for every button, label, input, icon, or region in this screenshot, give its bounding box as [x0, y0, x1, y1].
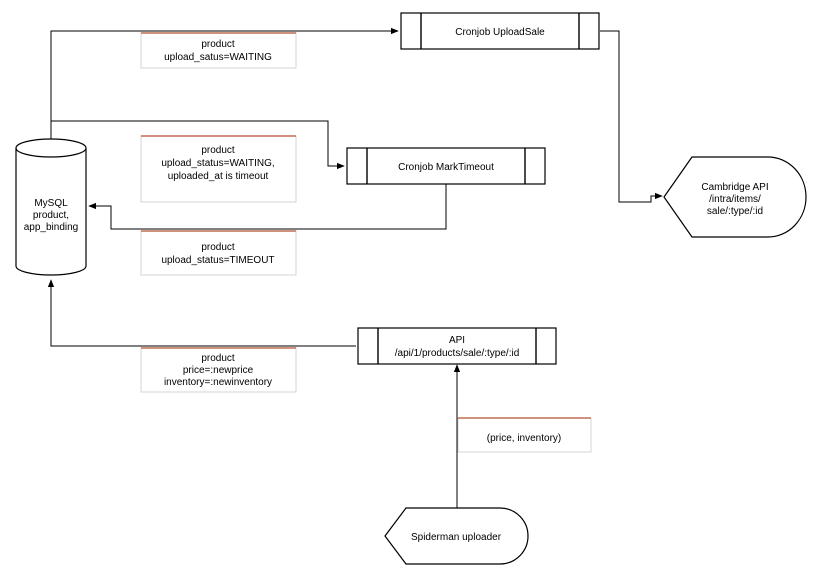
note-price-update-line-3: inventory=:newinventory [164, 377, 272, 388]
cronjob-upload-sale-node: Cronjob UploadSale [400, 12, 600, 50]
connectors [47, 27, 663, 508]
cambridge-api-label-line-2: /intra/items/ [709, 194, 761, 205]
api-label-line-1: API [449, 335, 465, 346]
mysql-label-line-1: MySQL [34, 198, 68, 209]
note-mark-timeout-query: product upload_status=WAITING, uploaded_… [140, 135, 297, 203]
cronjob-mark-timeout-node: Cronjob MarkTimeout [346, 147, 546, 185]
edge-mysql-to-upload-sale [50, 27, 399, 140]
note-upload-waiting: product upload_satus=WAITING [140, 32, 297, 69]
note-upload-waiting-line-2: upload_satus=WAITING [164, 52, 272, 63]
note-price-update-line-1: product [201, 353, 235, 364]
note-timeout-update-line-2: upload_status=TIMEOUT [161, 255, 274, 266]
note-timeout-update-line-1: product [201, 242, 235, 253]
cronjob-mark-timeout-label: Cronjob MarkTimeout [398, 162, 494, 173]
spiderman-uploader-node: Spiderman uploader [384, 507, 529, 565]
edge-upload-sale-to-cambridge [600, 30, 663, 203]
cronjob-upload-sale-label: Cronjob UploadSale [455, 27, 545, 38]
note-mark-timeout-query-line-2: upload_status=WAITING, [161, 158, 274, 169]
edge-mark-timeout-to-mysql [88, 184, 447, 230]
note-mark-timeout-query-line-3: uploaded_at is timeout [168, 171, 269, 182]
note-mark-timeout-query-line-1: product [201, 145, 235, 156]
note-spiderman-payload-line-1: (price, inventory) [487, 433, 561, 444]
note-spiderman-payload: (price, inventory) [457, 417, 592, 453]
mysql-database-node: MySQL product, app_binding [15, 138, 87, 276]
cambridge-api-label-line-3: sale/:type/:id [707, 206, 763, 217]
cambridge-api-node: Cambridge API /intra/items/ sale/:type/:… [663, 156, 807, 238]
api-label-line-2: /api/1/products/sale/:type/:id [395, 348, 520, 359]
note-price-update-line-2: price=:newprice [183, 365, 254, 376]
mysql-label-line-2: product, [33, 210, 69, 221]
cambridge-api-label-line-1: Cambridge API [701, 182, 768, 193]
note-price-update: product price=:newprice inventory=:newin… [140, 347, 297, 393]
note-upload-waiting-line-1: product [201, 39, 235, 50]
edge-api-to-mysql [47, 279, 356, 347]
note-timeout-update: product upload_status=TIMEOUT [140, 230, 297, 276]
edge-mysql-to-mark-timeout [50, 120, 345, 170]
spiderman-uploader-label: Spiderman uploader [411, 532, 502, 543]
mysql-label-line-3: app_binding [24, 222, 79, 233]
api-node: API /api/1/products/sale/:type/:id [357, 327, 557, 365]
